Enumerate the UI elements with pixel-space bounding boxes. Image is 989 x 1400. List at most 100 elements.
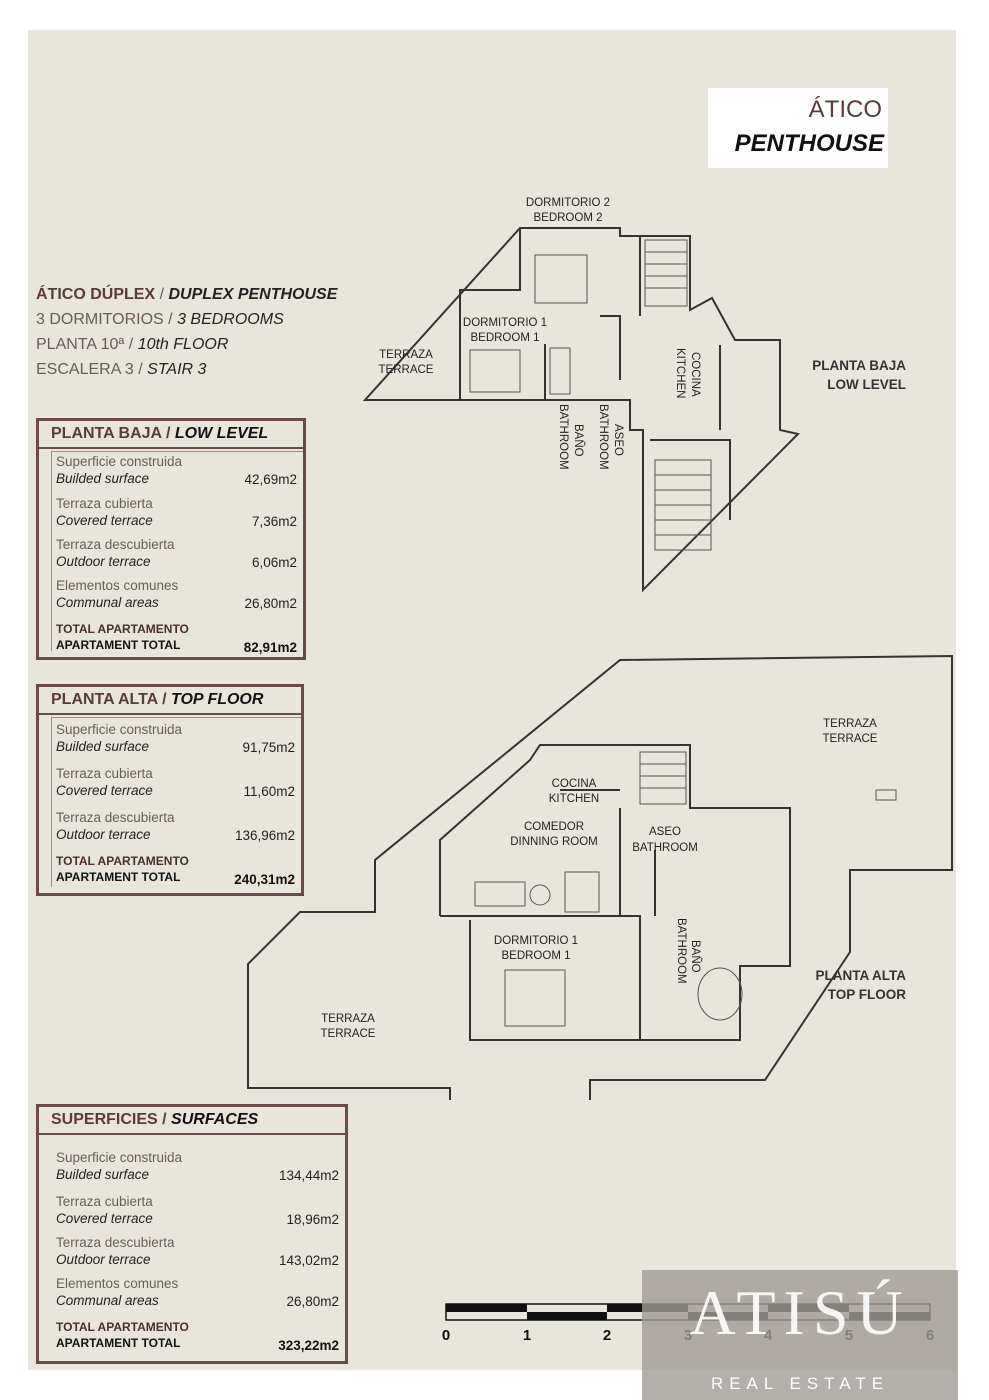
low-level-walls bbox=[362, 227, 800, 593]
spec-row: PLANTA 10ª / 10th FLOOR bbox=[36, 336, 229, 353]
room-kitchen-en: KITCHEN bbox=[674, 348, 686, 398]
room-kitchen-es: COCINA bbox=[689, 352, 701, 397]
row-label-en: Communal areas bbox=[56, 1293, 159, 1308]
logo-mark: ATISÚ bbox=[689, 1277, 911, 1348]
row-label-es: Elementos comunes bbox=[56, 578, 179, 593]
row-label-es: Superficie construida bbox=[56, 454, 183, 469]
plan-label-es: PLANTA BAJA bbox=[812, 358, 906, 373]
low-level-room-labels: DORMITORIO 2 BEDROOM 2 DORMITORIO 1 BEDR… bbox=[379, 197, 701, 470]
spec-es: 3 DORMITORIOS bbox=[36, 311, 164, 328]
row-value: 143,02m2 bbox=[278, 1253, 339, 1268]
spec-en: 3 BEDROOMS bbox=[177, 311, 284, 328]
room-terrace-es: TERRAZA bbox=[379, 349, 433, 361]
room-terrace-en: TERRACE bbox=[379, 364, 434, 376]
row-value: 6,06m2 bbox=[251, 555, 297, 570]
row-label-en: Outdoor terrace bbox=[56, 1252, 151, 1267]
room-bedroom1-es: DORMITORIO 1 bbox=[463, 317, 547, 329]
logo-subtitle: REAL ESTATE bbox=[710, 1374, 890, 1393]
room-kitchen-en: KITCHEN bbox=[549, 793, 599, 805]
room-bath-en: BATHROOM bbox=[557, 404, 569, 470]
row-label-es: Terraza cubierta bbox=[56, 1194, 153, 1209]
row-label-en: Outdoor terrace bbox=[56, 554, 151, 569]
row-label-en: Builded surface bbox=[56, 471, 150, 486]
table-header: PLANTA BAJA / LOW LEVEL bbox=[39, 421, 303, 449]
row-value: 26,80m2 bbox=[244, 596, 297, 611]
room-bedroom1-en: BEDROOM 1 bbox=[470, 332, 539, 344]
room-wc-en: BATHROOM bbox=[632, 842, 698, 854]
top-floor-walls bbox=[247, 654, 953, 1100]
scale-segment bbox=[527, 1312, 607, 1320]
low-level-plan-label: PLANTA BAJA LOW LEVEL bbox=[780, 356, 906, 394]
room-terrace2-en: TERRACE bbox=[321, 1028, 376, 1040]
room-dining-es: COMEDOR bbox=[524, 821, 584, 833]
row-value: 134,44m2 bbox=[278, 1168, 339, 1183]
top-floor-fixtures bbox=[474, 751, 897, 1027]
table-title-en: LOW LEVEL bbox=[174, 425, 269, 442]
plan-label-en: TOP FLOOR bbox=[827, 987, 906, 1002]
total-value: 82,91m2 bbox=[243, 640, 297, 655]
spec-row: ÁTICO DÚPLEX / DUPLEX PENTHOUSE bbox=[36, 286, 338, 303]
spec-row: 3 DORMITORIOS / 3 BEDROOMS bbox=[36, 311, 284, 328]
table-header: PLANTA ALTA / TOP FLOOR bbox=[39, 687, 301, 715]
row-label-en: Outdoor terrace bbox=[56, 827, 151, 842]
row-value: 26,80m2 bbox=[286, 1294, 339, 1309]
table-header: SUPERFICIES / SURFACES bbox=[39, 1107, 345, 1135]
table-total-row: TOTAL APARTAMENTO APARTAMENT TOTAL 240,31m… bbox=[56, 854, 295, 890]
room-wc-es: ASEO bbox=[649, 826, 681, 838]
row-value: 11,60m2 bbox=[243, 784, 295, 799]
room-kitchen-es: COCINA bbox=[552, 778, 597, 790]
total-value: 240,31m2 bbox=[234, 872, 295, 887]
low-level-table: PLANTA BAJA / LOW LEVEL Superficie const… bbox=[36, 418, 306, 660]
room-bedroom2-en: BEDROOM 2 bbox=[533, 212, 602, 224]
plan-label-es: PLANTA ALTA bbox=[815, 968, 906, 983]
row-label-es: Elementos comunes bbox=[56, 1276, 179, 1291]
spec-es: ESCALERA 3 bbox=[36, 361, 134, 378]
row-label-es: Terraza cubierta bbox=[56, 496, 153, 511]
table-title-es: PLANTA ALTA bbox=[51, 691, 158, 708]
table-title-en: TOP FLOOR bbox=[170, 691, 264, 708]
row-label-es: Superficie construida bbox=[56, 722, 183, 737]
room-wc-en: BATHROOM bbox=[597, 404, 609, 470]
row-value: 18,96m2 bbox=[286, 1212, 339, 1227]
total-label-es: TOTAL APARTAMENTO bbox=[56, 622, 189, 636]
top-floor-plan-label: PLANTA ALTA TOP FLOOR bbox=[780, 966, 906, 1004]
spec-row: ESCALERA 3 / STAIR 3 bbox=[36, 361, 207, 378]
room-dining-en: DINNING ROOM bbox=[510, 836, 598, 848]
title-box: ÁTICO PENTHOUSE bbox=[708, 88, 888, 168]
spec-es: PLANTA 10ª bbox=[36, 336, 125, 353]
scale-tick: 1 bbox=[523, 1327, 531, 1344]
total-label-es: TOTAL APARTAMENTO bbox=[56, 854, 189, 868]
row-label-en: Builded surface bbox=[56, 739, 150, 754]
total-value: 323,22m2 bbox=[278, 1338, 339, 1353]
room-bedroom2-es: DORMITORIO 2 bbox=[526, 197, 610, 209]
row-value: 91,75m2 bbox=[242, 740, 295, 755]
table-title-en: SURFACES bbox=[171, 1111, 259, 1128]
total-label-en: APARTAMENT TOTAL bbox=[56, 870, 181, 884]
row-label-es: Terraza cubierta bbox=[56, 766, 153, 781]
room-bath-es: BAÑO bbox=[689, 940, 702, 973]
top-floor-room-labels: TERRAZA TERRACE COCINA KITCHEN COMEDOR D… bbox=[321, 718, 878, 1040]
row-value: 7,36m2 bbox=[251, 514, 297, 529]
plan-label-en: LOW LEVEL bbox=[827, 377, 906, 392]
table-title-es: PLANTA BAJA bbox=[51, 425, 162, 442]
row-label-en: Covered terrace bbox=[56, 1211, 153, 1226]
spec-es: ÁTICO DÚPLEX bbox=[36, 286, 156, 303]
table-title-es: SUPERFICIES bbox=[51, 1111, 158, 1128]
room-bath-en: BATHROOM bbox=[675, 918, 687, 984]
row-label-es: Superficie construida bbox=[56, 1150, 183, 1165]
scale-segment bbox=[446, 1304, 527, 1312]
row-label-en: Covered terrace bbox=[56, 783, 153, 798]
row-label-en: Communal areas bbox=[56, 595, 159, 610]
